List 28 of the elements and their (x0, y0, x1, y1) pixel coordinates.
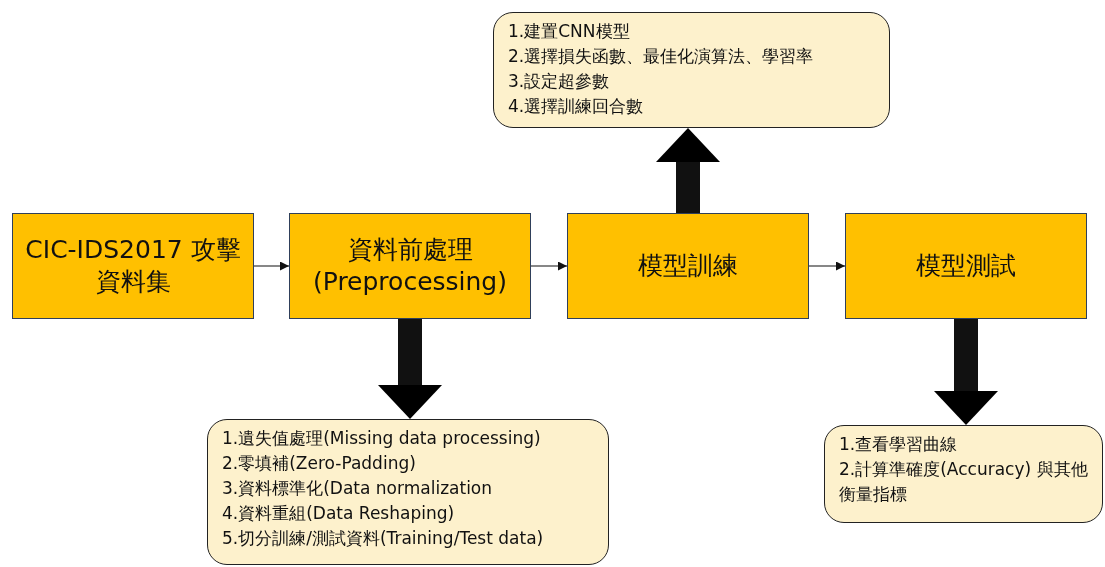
list-item: 4.資料重組(Data Reshaping) (222, 502, 456, 525)
list-item: 1.建置CNN模型 (508, 20, 631, 43)
list-item: 3.資料標準化(Data normalization (222, 477, 494, 500)
step-label: 資料前處理 (Preprocessing) (312, 233, 508, 298)
step-label: 模型訓練 (637, 249, 739, 282)
arrow (808, 261, 846, 271)
list-item: 2.計算準確度(Accuracy) 與其他衡量指標 (839, 458, 1089, 506)
process-box (289, 213, 531, 319)
block-arrow (934, 319, 998, 425)
step-label: 模型測試 (915, 249, 1017, 282)
list-item: 2.零填補(Zero-Padding) (222, 452, 417, 475)
process-box (12, 213, 254, 319)
block-arrow (656, 128, 720, 213)
list-item: 1.查看學習曲線 (839, 433, 959, 456)
arrow (253, 261, 290, 271)
note-box (824, 425, 1103, 523)
step-label: CIC-IDS2017 攻擊資料集 (24, 233, 242, 298)
process-box (567, 213, 809, 319)
list-item: 5.切分訓練/測試資料(Training/Test data) (222, 527, 545, 550)
note-box (207, 419, 609, 565)
arrow (530, 261, 568, 271)
list-item: 2.選擇損失函數、最佳化演算法、學習率 (508, 45, 815, 68)
process-box (845, 213, 1087, 319)
list-item: 4.選擇訓練回合數 (508, 95, 645, 118)
note-box (493, 12, 890, 128)
list-item: 1.遺失值處理(Missing data processing) (222, 427, 542, 450)
block-arrow (378, 319, 442, 419)
list-item: 3.設定超參數 (508, 70, 611, 93)
